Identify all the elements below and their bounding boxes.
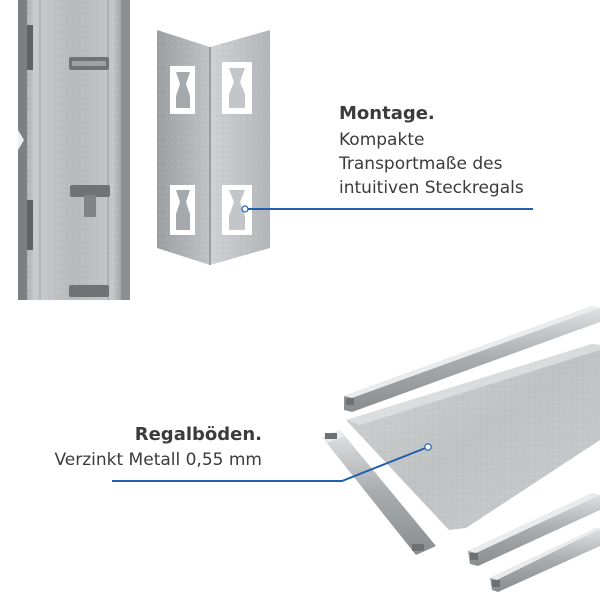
montage-callout-line [241, 205, 533, 213]
corner-bracket-image [157, 30, 270, 265]
shelf-rail-bottom-1 [468, 493, 600, 566]
regalboeden-title: Regalböden. [134, 424, 262, 445]
montage-description-line-1: Kompakte [339, 130, 425, 150]
regalboeden-callout-line [112, 443, 432, 482]
upright-post-image [18, 0, 130, 300]
montage-title: Montage. [339, 103, 435, 124]
shelf-rail-top [344, 306, 600, 412]
shelf-rail-side [322, 430, 436, 555]
shelf-rail-bottom-2 [490, 528, 600, 592]
montage-description-line-3: intuitiven Steckregals [339, 178, 524, 198]
montage-description-line-2: Transportmaße des [339, 154, 503, 174]
regalboeden-description: Verzinkt Metall 0,55 mm [54, 450, 262, 470]
shelf-panel-image [346, 344, 600, 530]
